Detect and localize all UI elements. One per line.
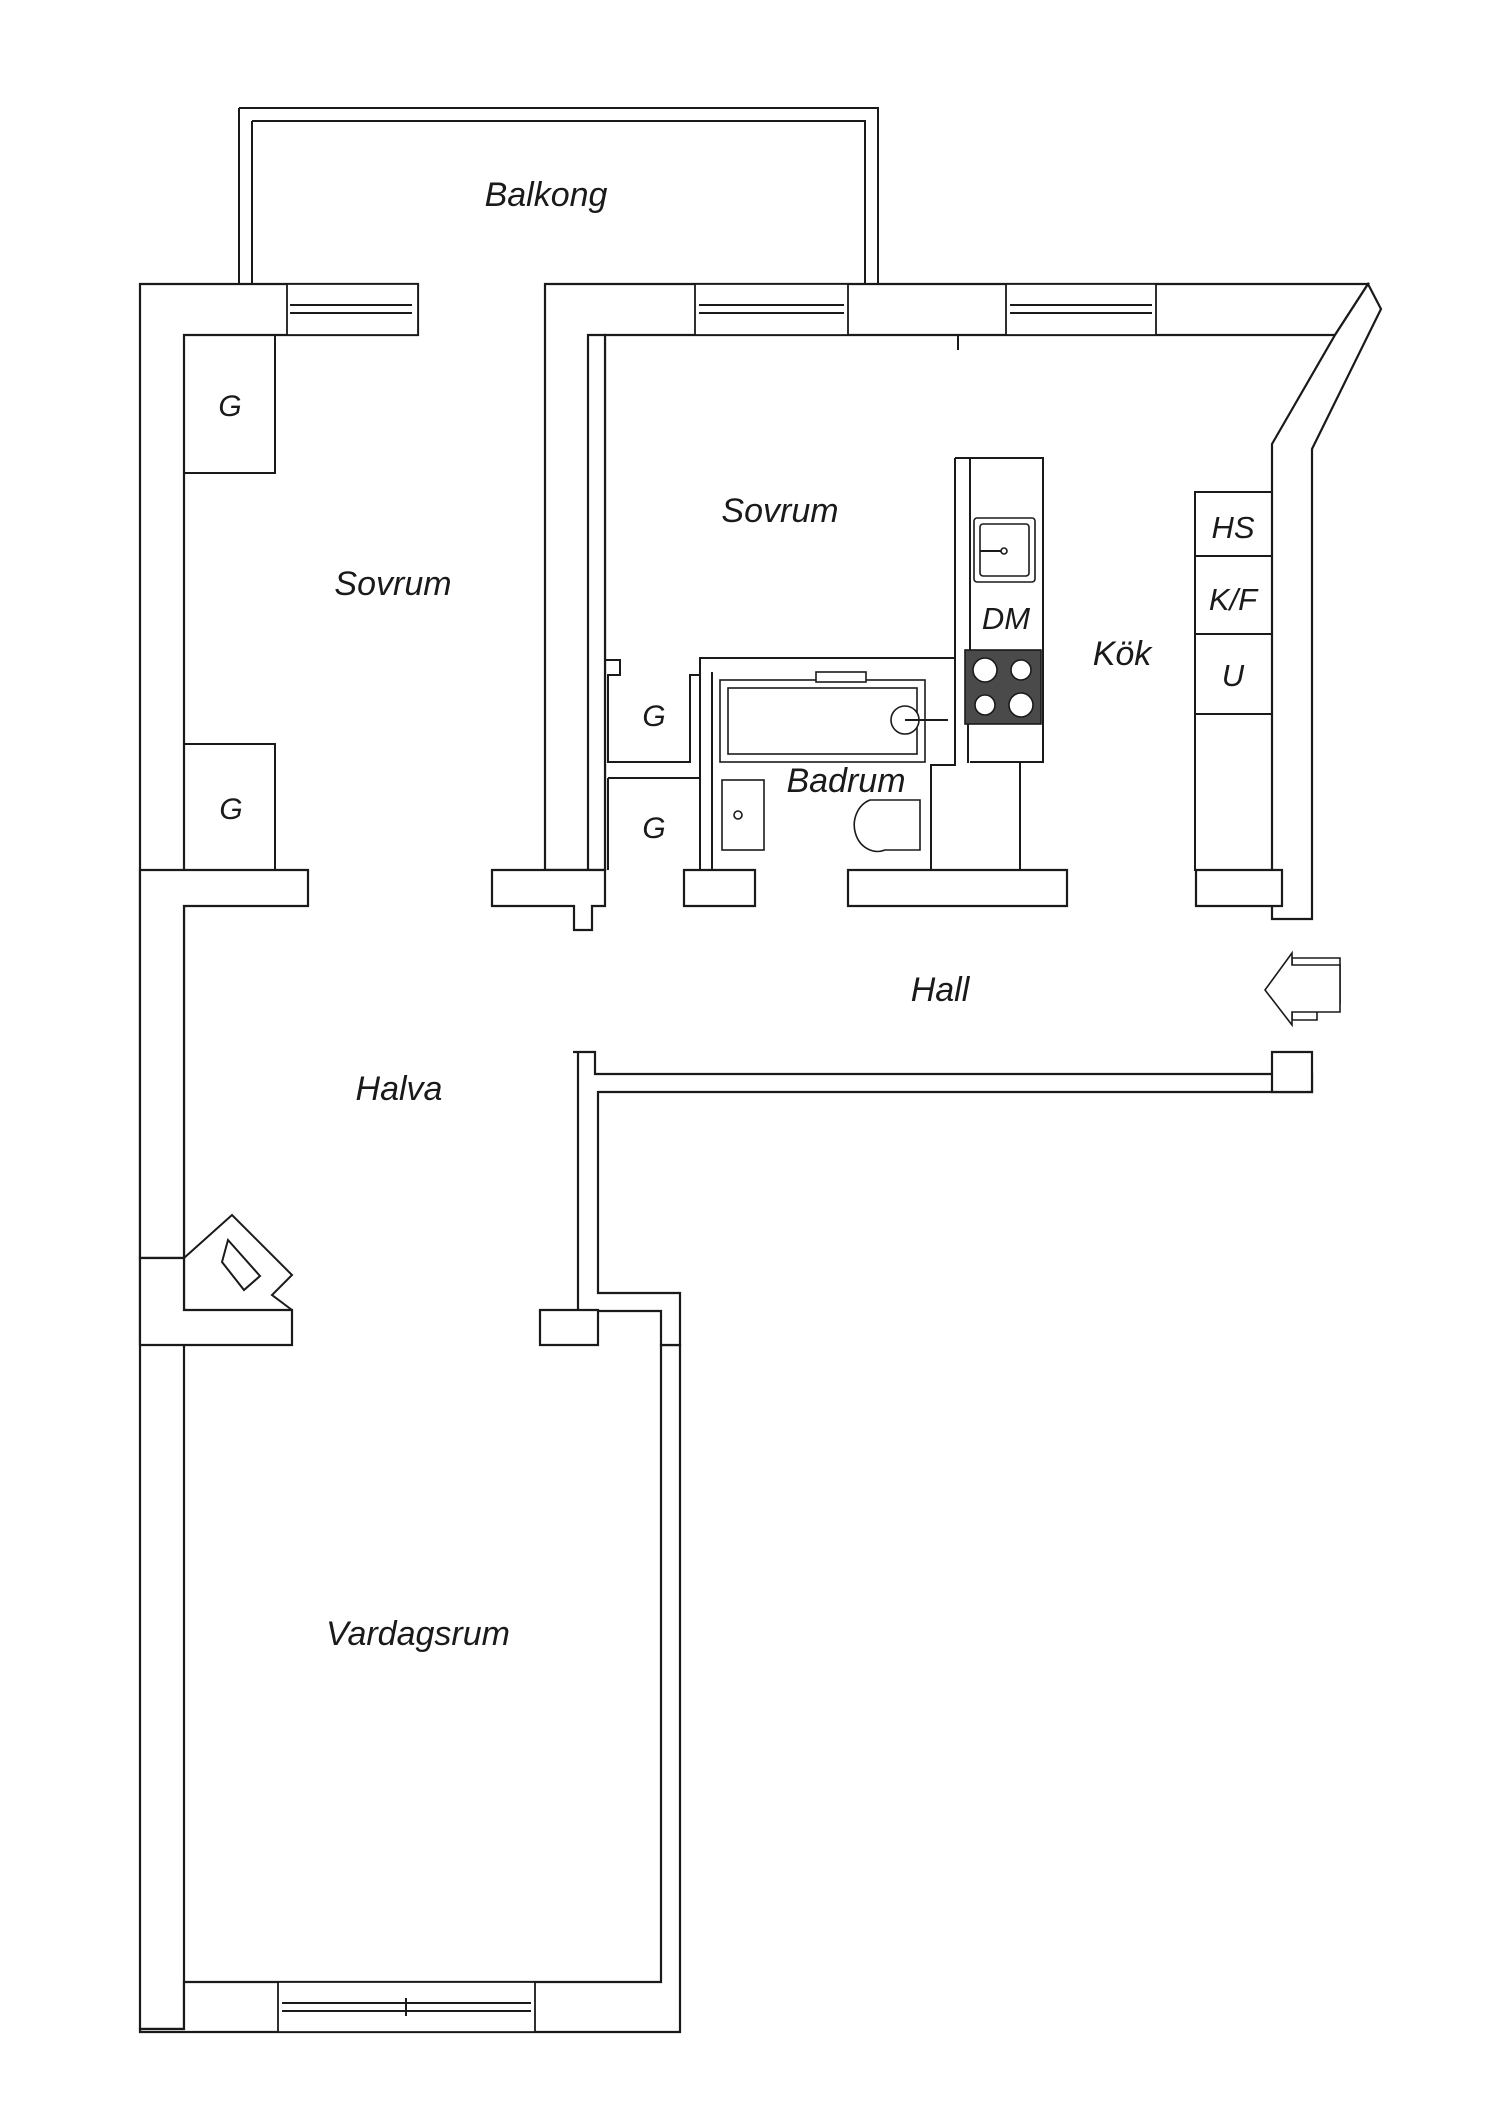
closet-center-upper-label: G [642,700,665,733]
hs-label: HS [1211,510,1254,545]
closet-left-upper [184,334,276,474]
hall-label: Hall [911,971,971,1009]
kf-label: K/F [1209,582,1259,617]
u-label: U [1222,658,1245,693]
sink-icon [973,517,1036,583]
washbasin-icon [721,779,765,851]
dm-label: DM [982,601,1030,636]
toilet-icon [853,799,921,853]
bathtub-icon [719,671,948,763]
sovrum-left-label: Sovrum [334,565,451,603]
closet-center-lower-label: G [642,812,665,845]
sovrum-center-label: Sovrum [721,492,838,530]
kok-label: Kök [1093,635,1154,673]
door-swing [183,1213,294,1311]
stove-icon [964,649,1042,725]
balcony [238,107,879,284]
closet-left-lower-label: G [219,793,242,826]
windows [277,283,1157,2033]
closet-left-upper-label: G [218,390,241,423]
kitchen-counter [957,335,1273,871]
balkong-label: Balkong [485,176,608,214]
badrum-label: Badrum [786,762,905,800]
halva-label: Halva [356,1070,443,1108]
closet-left-lower [184,743,276,871]
vardagsrum-label: Vardagsrum [326,1615,510,1653]
entrance-arrow-icon[interactable] [1263,950,1341,1028]
